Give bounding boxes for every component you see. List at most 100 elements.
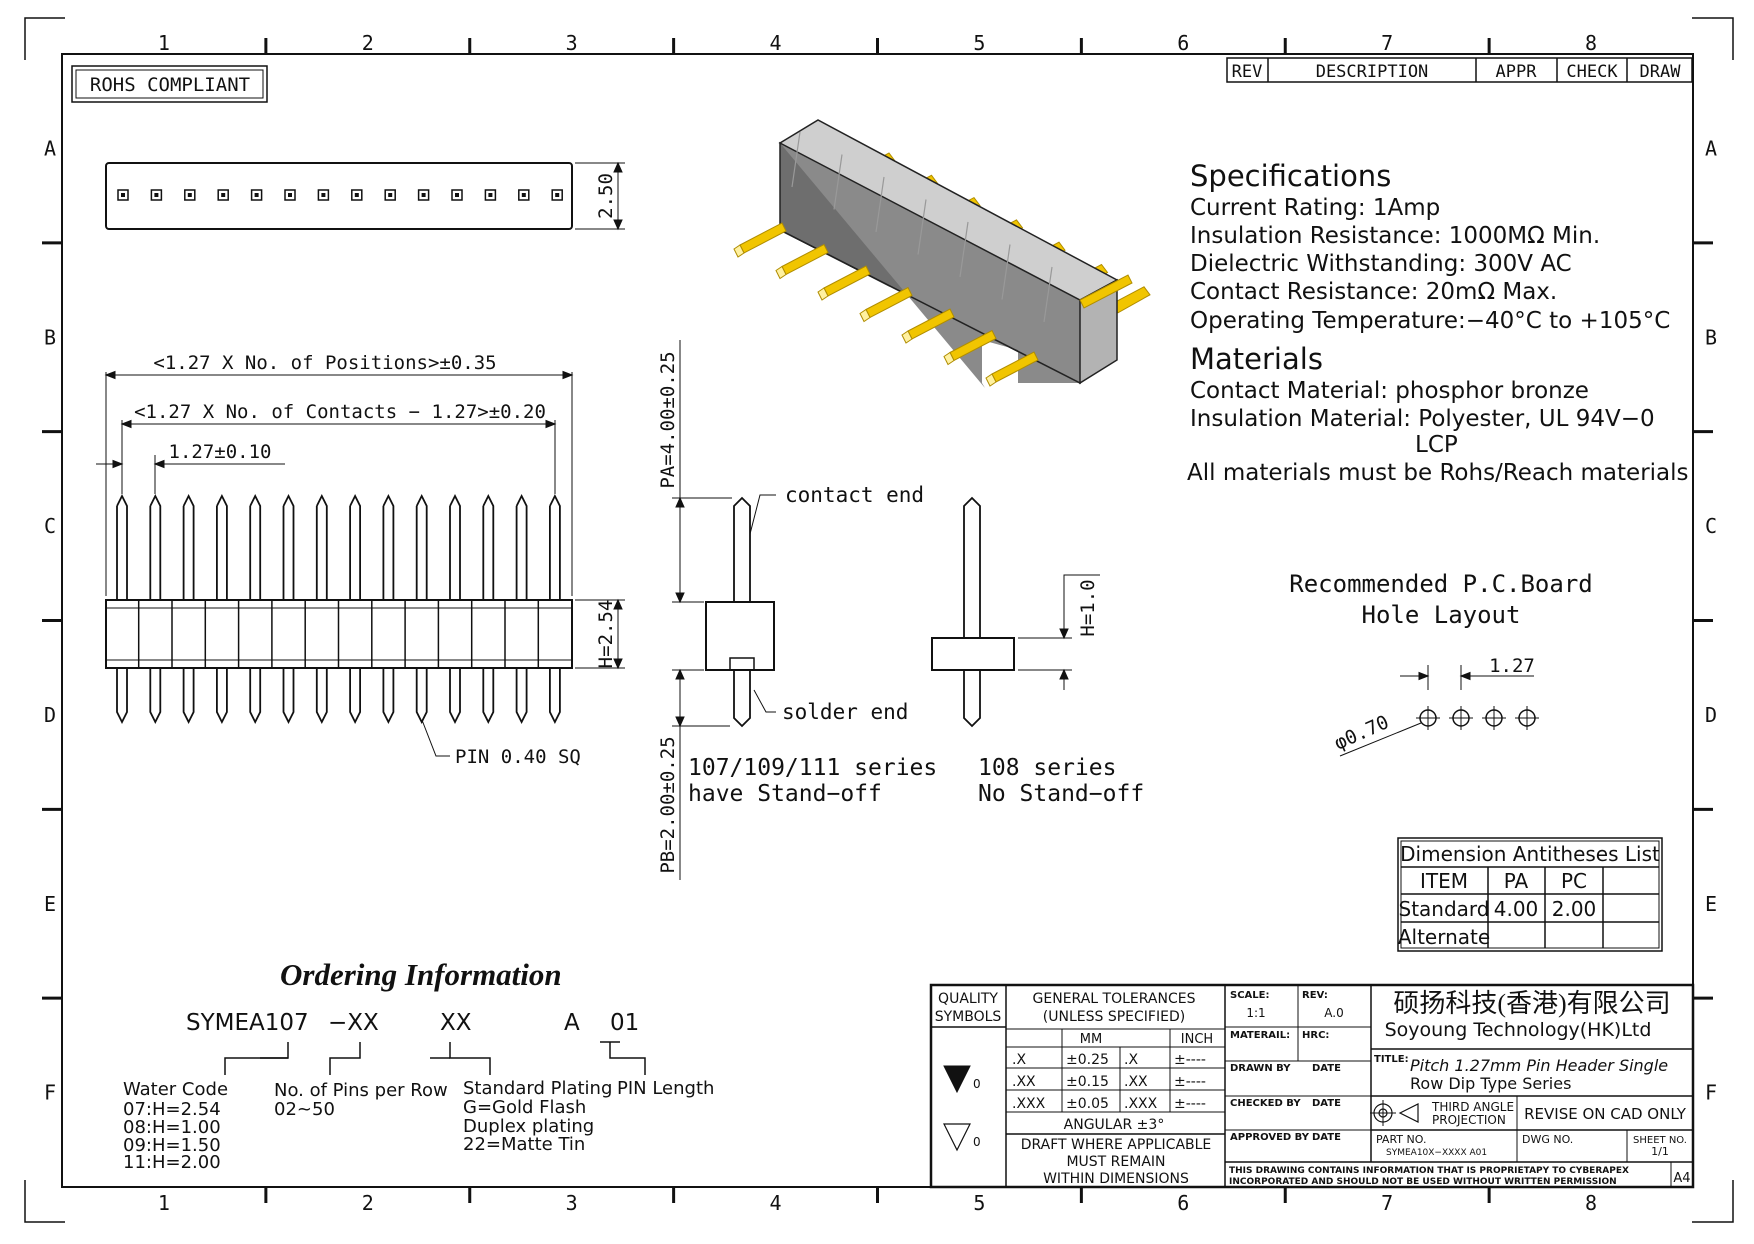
top-view-pin-core	[388, 193, 393, 197]
top-view-pin	[217, 189, 229, 201]
appr-header: APPR	[1496, 62, 1538, 82]
checked-date-label: DATE	[1312, 1098, 1341, 1109]
antitheses-row-standard: Standard	[1399, 897, 1490, 921]
front-view-pin-solder	[349, 668, 361, 725]
tolerance-subtitle: (UNLESS SPECIFIED)	[1043, 1009, 1185, 1025]
order-code-a: A	[564, 1010, 580, 1036]
pitch-dim: 1.27±0.10	[169, 441, 272, 463]
top-view-pin	[384, 189, 396, 201]
iso-pin-tip	[943, 351, 955, 366]
zone-column-label: 3	[566, 1191, 578, 1215]
series-108-label: 108 series	[978, 755, 1116, 781]
drawing-title-line-2: Row Dip Type Series	[1410, 1074, 1571, 1093]
zone-column-label: 8	[1585, 31, 1597, 55]
front-view-pin-contact	[216, 493, 228, 600]
proprietary-notice-line-1: THIS DRAWING CONTAINS INFORMATION THAT I…	[1229, 1166, 1629, 1176]
h-108-dim: H=1.0	[1077, 579, 1099, 636]
tolerance-cell: .XX	[1012, 1074, 1036, 1090]
series-108-note: No Stand−off	[978, 781, 1144, 807]
revise-on-cad-note: REVISE ON CAD ONLY	[1524, 1105, 1687, 1123]
tolerance-cell: .XXX	[1012, 1096, 1046, 1112]
top-view-pin-core	[521, 193, 526, 197]
antitheses-row-alternate: Alternate	[1398, 925, 1490, 949]
front-view-pin-solder	[315, 668, 328, 725]
rev-label: REV:	[1302, 990, 1328, 1001]
drawn-date-label: DATE	[1312, 1063, 1341, 1074]
iso-body-groove	[1001, 244, 1011, 300]
corner-marks	[24, 17, 1734, 1223]
antitheses-header-pa: PA	[1504, 869, 1529, 893]
top-view-pin	[451, 189, 463, 201]
height-h-dim: H=2.54	[595, 600, 617, 669]
pa-dim: PA=4.00±0.25	[657, 351, 679, 488]
front-view-pin-contact	[315, 493, 328, 600]
iso-body-groove	[959, 221, 969, 278]
pin-length-title: PIN Length	[617, 1078, 714, 1099]
top-view-pin	[184, 189, 196, 201]
iso-body-groove	[875, 176, 885, 233]
solder-end-label: solder end	[782, 700, 908, 724]
part-no-label: PART NO.	[1376, 1133, 1426, 1146]
draft-line-2: MUST REMAIN	[1066, 1154, 1165, 1170]
zone-row-label: F	[44, 1081, 56, 1105]
approved-by-label: APPROVED BY	[1230, 1132, 1310, 1143]
tolerance-mm-header: MM	[1080, 1032, 1102, 1047]
antitheses-title: Dimension Antitheses List	[1400, 842, 1660, 866]
pcb-subtitle: Hole Layout	[1362, 601, 1521, 629]
plating-line-3: 22=Matte Tin	[463, 1134, 585, 1155]
top-view-pin-core	[221, 193, 226, 197]
water-code-line-2: 08:H=1.00	[123, 1117, 221, 1138]
zone-column-label: 8	[1585, 1191, 1597, 1215]
water-code-line-4: 11:H=2.00	[123, 1152, 221, 1173]
top-view-pin	[317, 189, 330, 201]
front-view-pin-contact	[415, 493, 428, 600]
tolerance-cell: .X	[1012, 1052, 1026, 1068]
iso-pin-bottom	[739, 222, 787, 254]
positions-dim: <1.27 X No. of Positions>±0.35	[153, 352, 496, 374]
zone-row-label: B	[1705, 325, 1717, 349]
tolerance-cell: ±----	[1174, 1052, 1206, 1068]
zone-column-label: 5	[973, 31, 985, 55]
pcb-hole-dim: φ0.70	[1331, 711, 1392, 754]
iso-pin-tip	[775, 265, 787, 280]
front-view-pin-solder	[482, 668, 495, 725]
specifications-title: Specifications	[1190, 159, 1391, 193]
side-view-107-series: PA=4.00±0.25 PB=2.00±0.25	[657, 340, 776, 880]
part-no-value: SYMEA10X−XXXX A01	[1386, 1148, 1487, 1158]
tolerance-inch-header: INCH	[1181, 1032, 1213, 1047]
zone-row-label: F	[1705, 1081, 1717, 1105]
spec-line-1: Current Rating: 1Amp	[1190, 195, 1440, 221]
plating-title: Standard Plating	[463, 1078, 612, 1099]
top-view-pin-core	[455, 193, 459, 197]
check-header: CHECK	[1566, 62, 1618, 82]
zone-column-label: 6	[1177, 31, 1189, 55]
draft-line-3: WITHIN DIMENSIONS	[1043, 1171, 1189, 1187]
front-view-pin-contact	[449, 493, 461, 600]
tolerance-cell: .XX	[1124, 1074, 1148, 1090]
zone-column-label: 1	[158, 1191, 170, 1215]
top-view-pin	[250, 189, 263, 201]
top-view-pin	[351, 189, 363, 201]
material-line-4: All materials must be Rohs/Reach materia…	[1187, 460, 1689, 486]
proprietary-notice-line-2: INCORPORATED AND SHOULD NOT BE USED WITH…	[1229, 1177, 1617, 1187]
zone-row-label: E	[1705, 892, 1717, 916]
material-line-3: LCP	[1415, 432, 1458, 458]
antitheses-header-item: ITEM	[1420, 869, 1468, 893]
front-view-pin-contact	[249, 493, 262, 600]
company-name-en: Soyoung Technology(HK)Ltd	[1385, 1019, 1652, 1041]
iso-pin-tip	[817, 287, 829, 301]
quality-label-2: SYMBOLS	[935, 1009, 1002, 1025]
top-view-pin-core	[354, 193, 359, 197]
zone-row-label: C	[1705, 514, 1717, 538]
top-view-pin-core	[488, 193, 493, 197]
iso-body-groove	[833, 154, 843, 210]
draw-header: DRAW	[1640, 62, 1682, 82]
iso-body-groove	[791, 131, 801, 188]
front-view-pin-solder	[449, 668, 461, 725]
top-view-pin	[417, 189, 430, 201]
iso-pin-bottom	[781, 243, 829, 276]
front-view-pin-solder	[216, 668, 228, 725]
top-view-pin-core	[321, 193, 326, 197]
water-code-line-1: 07:H=2.54	[123, 1099, 221, 1120]
